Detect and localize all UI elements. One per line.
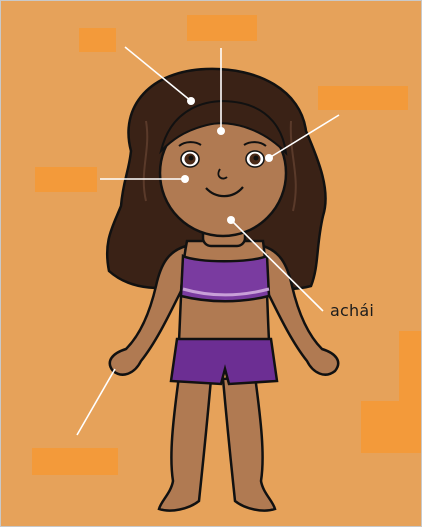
right-leg [223,376,275,511]
shorts [171,339,277,384]
left-leg [159,376,211,511]
label-chin: achái [330,301,374,320]
